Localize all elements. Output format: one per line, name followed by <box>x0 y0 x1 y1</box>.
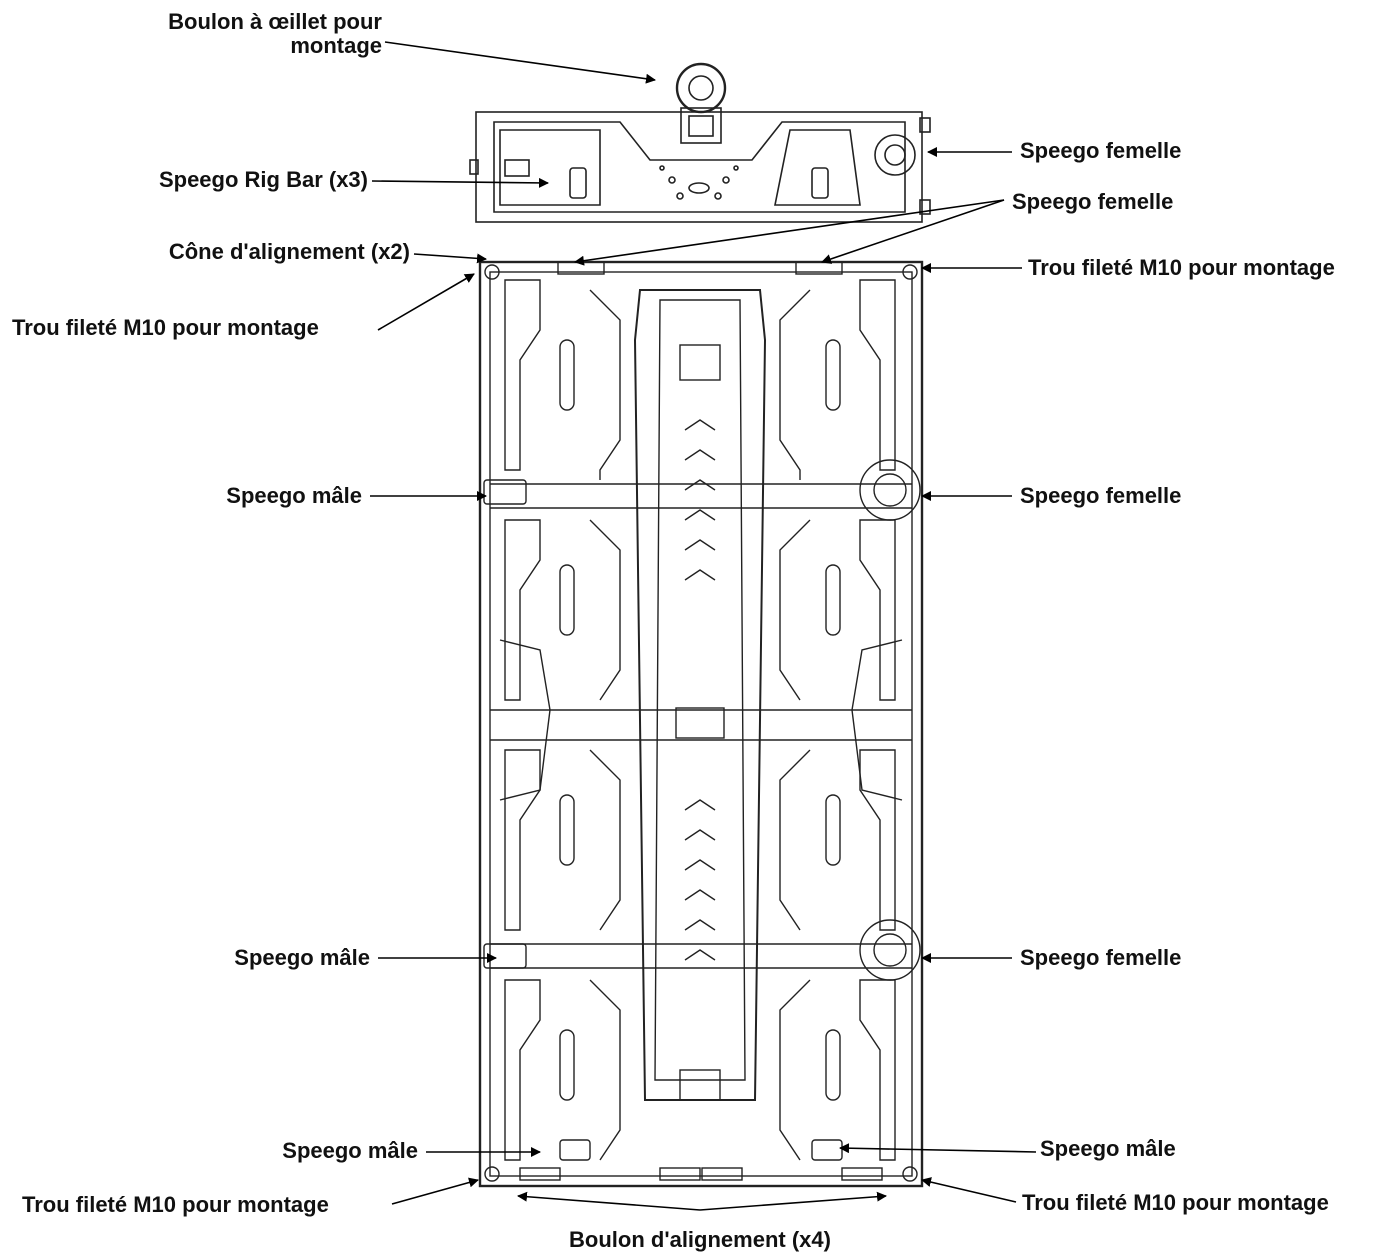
led-panel <box>478 260 924 1188</box>
label-cone: Cône d'alignement (x2) <box>168 239 410 264</box>
label-eyebolt: Boulon à œillet pour montage <box>168 9 382 58</box>
label-male-lower-left: Speego mâle <box>234 945 370 970</box>
label-m10-bottom-right: Trou fileté M10 pour montage <box>1022 1190 1329 1215</box>
label-female-top: Speego femelle <box>1012 189 1174 214</box>
leader-alignment-bolt-left <box>517 1191 701 1211</box>
label-male-bottom-left: Speego mâle <box>282 1138 418 1163</box>
leader-m10-bottom-right <box>921 1177 1017 1203</box>
label-female-lower-right: Speego femelle <box>1020 945 1182 970</box>
leader-m10-top-left <box>377 273 475 331</box>
label-female-rigbar: Speego femelle <box>1020 138 1182 163</box>
label-m10-bottom-left: Trou fileté M10 pour montage <box>22 1192 329 1217</box>
leader-eyebolt <box>384 41 656 84</box>
label-rig-bar: Speego Rig Bar (x3) <box>158 167 368 192</box>
label-m10-top-left: Trou fileté M10 pour montage <box>12 315 319 340</box>
label-alignment-bolt: Boulon d'alignement (x4) <box>569 1227 831 1252</box>
leader-female-top-b <box>821 199 1005 264</box>
leader-m10-bottom-left <box>391 1177 479 1205</box>
leader-male-bottom-right <box>839 1143 1037 1154</box>
leader-rig-bar <box>371 177 549 188</box>
label-male-upper-left: Speego mâle <box>226 483 362 508</box>
label-m10-top-right: Trou fileté M10 pour montage <box>1028 255 1335 280</box>
leader-lines <box>370 41 1037 1211</box>
label-female-upper-right: Speego femelle <box>1020 483 1182 508</box>
leader-alignment-bolt-right <box>699 1191 887 1211</box>
leader-cone <box>413 253 487 264</box>
label-male-bottom-right: Speego mâle <box>1040 1136 1176 1161</box>
spine-chevrons <box>684 419 716 961</box>
rig-bar <box>469 62 931 223</box>
leader-female-top-a <box>574 199 1005 266</box>
